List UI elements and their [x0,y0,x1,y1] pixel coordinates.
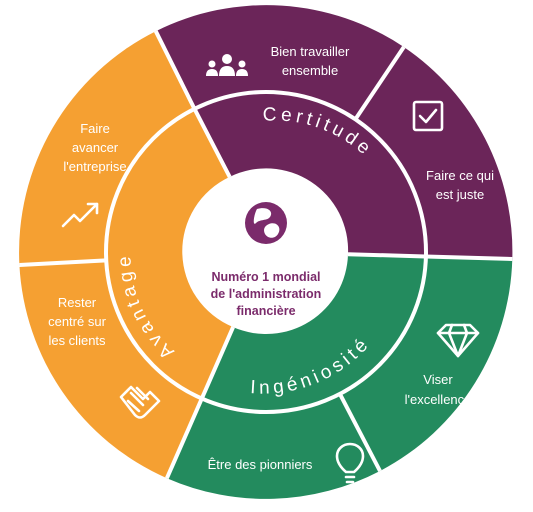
segment-excellence [339,256,513,471]
business-line-3: l'entreprise [63,159,126,174]
team-line-2: ensemble [282,63,338,78]
segment-right [355,47,513,259]
segment-team [155,5,404,120]
divider-lines [19,30,513,480]
center-circle [186,172,346,332]
handshake-icon [119,385,161,419]
ring-avantage [106,109,234,399]
center-line-3: financière [236,304,295,318]
clients-line-3: les clients [48,333,106,348]
center-line-1: Numéro 1 mondial [211,270,320,284]
pioneers-line-1: Être des pionniers [208,457,313,472]
segment-clients [19,260,202,479]
segment-pioneers [166,393,380,499]
center-line-2: de l'administration [211,287,322,301]
diamond-icon [436,323,480,358]
business-line-2: avancer [72,140,119,155]
right-line-1: Faire ce qui [426,168,494,183]
team-line-1: Bien travailler [271,44,350,59]
people-icon [206,54,248,76]
excellence-line-2: l'excellence [405,392,472,407]
lightbulb-icon [335,442,365,484]
right-line-2: est juste [436,187,484,202]
excellence-line-1: Viser [423,372,453,387]
outer-ring [19,5,513,499]
clients-line-1: Rester [58,295,97,310]
trend-up-icon [61,202,99,228]
clients-line-2: centré sur [48,314,106,329]
segment-business [19,31,195,266]
checkbox-icon [412,100,444,132]
business-line-1: Faire [80,121,110,136]
ring-certitude [194,92,426,257]
sage-globe-logo [245,202,287,244]
